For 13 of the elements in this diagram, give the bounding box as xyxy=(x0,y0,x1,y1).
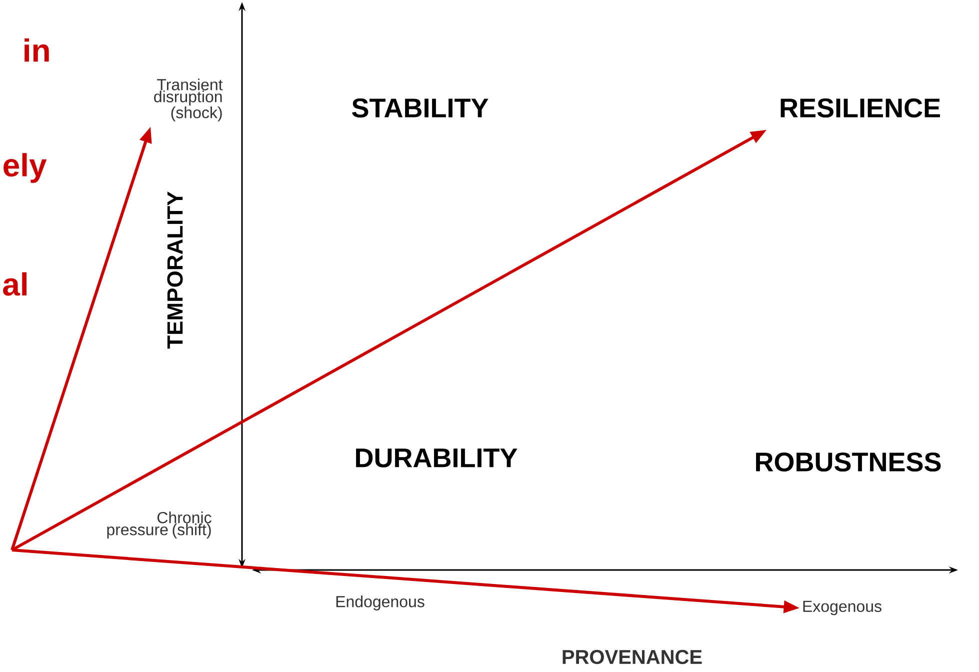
quadrant-label: STABILITY xyxy=(352,98,488,118)
axis-title: TEMPORALITY xyxy=(167,192,183,349)
axis-end-label: Endogenous xyxy=(336,596,424,610)
axis-end-label: Chronic pressure (shift) xyxy=(107,512,212,538)
quadrant-label: RESILIENCE xyxy=(780,98,940,118)
axis-end-label: Exogenous xyxy=(803,600,882,616)
quadrant-label: DURABILITY xyxy=(356,448,518,468)
heading-fragment: al xyxy=(3,272,27,296)
axis-title: PROVENANCE xyxy=(562,650,702,664)
heading-fragment: ely xyxy=(4,153,47,183)
axis-end-label: Transient disruption (shock) xyxy=(154,78,223,122)
heading-fragment: in xyxy=(24,38,49,62)
quadrant-label: ROBUSTNESS xyxy=(756,452,941,472)
